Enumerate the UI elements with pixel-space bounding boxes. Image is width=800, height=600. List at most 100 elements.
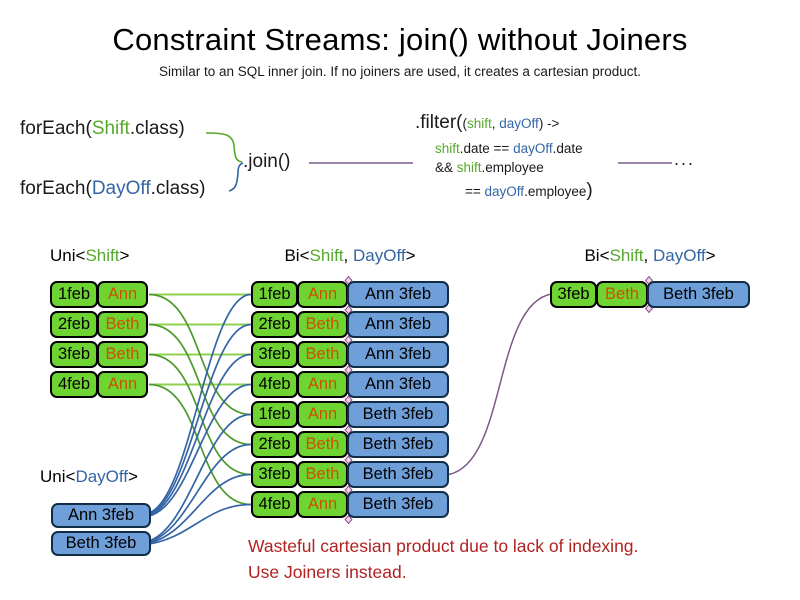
page-title: Constraint Streams: join() without Joine… — [112, 22, 688, 57]
code-foreach-shift: forEach(Shift.class) — [20, 118, 185, 140]
code-text: .date == — [459, 141, 514, 156]
code-text: .filter( — [415, 112, 463, 133]
label-text: , — [643, 246, 653, 265]
pair-employee-cell: Ann — [297, 401, 348, 428]
label-text: , — [343, 246, 353, 265]
dayoff-to-join-wire — [228, 162, 244, 192]
dayoff-class-token: DayOff — [91, 178, 151, 199]
dayoff-param-token: dayOff — [499, 116, 539, 131]
dayoff-token: dayOff — [484, 184, 525, 199]
shift1-pair5-wire — [148, 293, 252, 416]
code-text: && — [435, 160, 457, 175]
pair-dayoff-cell: Ann 3feb — [347, 281, 449, 308]
code-text: .class) — [129, 118, 185, 139]
beth-pair7-wire — [148, 473, 252, 544]
label-text: Uni< — [50, 246, 86, 265]
pair-employee-cell: Beth — [297, 311, 348, 338]
label-text: > — [705, 246, 716, 265]
label-text: Bi< — [584, 246, 610, 265]
shift-date-cell: 4feb — [50, 371, 98, 398]
label-text: > — [128, 467, 138, 486]
shift2-pair6-wire — [148, 323, 252, 446]
label-uni-shift: Uni<Shift> — [50, 246, 129, 266]
label-bi-right: Bi<Shift, DayOff> — [550, 246, 750, 266]
shift-token: shift — [435, 141, 460, 156]
pair-dayoff-cell: Ann 3feb — [347, 341, 449, 368]
code-text: forEach( — [20, 118, 92, 139]
dayoff-item: Beth 3feb — [51, 531, 151, 556]
pair-employee-cell: Ann — [297, 371, 348, 398]
code-foreach-dayoff: forEach(DayOff.class) — [20, 178, 206, 200]
shift-type-token: Shift — [609, 246, 644, 265]
dayoff-type-token: DayOff — [653, 246, 706, 265]
label-uni-dayoff: Uni<DayOff> — [40, 467, 138, 487]
label-text: Uni< — [40, 467, 76, 486]
pair-employee-cell: Ann — [297, 491, 348, 518]
code-text: .class) — [150, 178, 206, 199]
code-text: .employee — [524, 184, 587, 199]
code-text: .employee — [481, 160, 544, 175]
label-bi-mid: Bi<Shift, DayOff> — [251, 246, 449, 266]
shift-employee-cell: Ann — [97, 281, 148, 308]
shift-token: shift — [456, 160, 482, 175]
shift-employee-cell: Ann — [97, 371, 148, 398]
dayoff-type-token: DayOff — [353, 246, 406, 265]
continuation-ellipsis: ... — [674, 149, 696, 169]
result-date-cell: 3feb — [550, 281, 597, 308]
label-text: > — [405, 246, 416, 265]
pair-dayoff-cell: Ann 3feb — [347, 371, 449, 398]
pair-employee-cell: Beth — [297, 461, 348, 488]
code-text: .date — [552, 141, 583, 156]
label-text: Bi< — [284, 246, 310, 265]
shift3-pair7-wire — [148, 353, 252, 476]
result-employee-cell: Beth — [596, 281, 648, 308]
pair7-result-wire — [448, 293, 552, 476]
closing-paren: ) — [586, 180, 593, 201]
ann-pair3-wire — [148, 353, 252, 516]
shift-employee-cell: Beth — [97, 341, 148, 368]
code-text: ( — [462, 116, 468, 131]
dayoff-type-token: DayOff — [75, 467, 129, 486]
warning-note-line1: Wasteful cartesian product due to lack o… — [248, 536, 639, 556]
code-text: ) -> — [538, 116, 560, 131]
shift-to-join-wire — [205, 132, 243, 163]
dayoff-list: Ann 3feb Beth 3feb — [51, 503, 151, 558]
beth-pair5-wire — [148, 413, 252, 542]
filter-line-4: == dayOff.employee) — [465, 180, 593, 202]
shift-employee-cell: Beth — [97, 311, 148, 338]
shift-param-token: shift — [467, 116, 492, 131]
filter-line-2: shift.date == dayOff.date — [435, 141, 593, 156]
warning-note: Wasteful cartesian product due to lack o… — [248, 533, 638, 585]
code-filter-block: .filter((shift, dayOff) -> shift.date ==… — [415, 112, 593, 202]
page-subtitle: Similar to an SQL inner join. If no join… — [159, 64, 641, 79]
pair-date-cell: 1feb — [251, 281, 298, 308]
code-join: .join() — [243, 151, 291, 172]
filter-line-1: .filter((shift, dayOff) -> — [415, 112, 593, 134]
beth-pair6-wire — [148, 443, 252, 543]
filter-line-3: && shift.employee — [435, 160, 593, 175]
pair-employee-cell: Beth — [297, 341, 348, 368]
pair-date-cell: 2feb — [251, 311, 298, 338]
shift-type-token: Shift — [309, 246, 344, 265]
shift4-pair8-wire — [148, 383, 252, 506]
pair-dayoff-cell: Ann 3feb — [347, 311, 449, 338]
pair-employee-cell: Ann — [297, 281, 348, 308]
code-text: forEach( — [20, 178, 92, 199]
pair-dayoff-cell: Beth 3feb — [347, 431, 449, 458]
dayoff-item: Ann 3feb — [51, 503, 151, 528]
ann-pair1-wire — [148, 293, 252, 514]
shift-date-cell: 2feb — [50, 311, 98, 338]
